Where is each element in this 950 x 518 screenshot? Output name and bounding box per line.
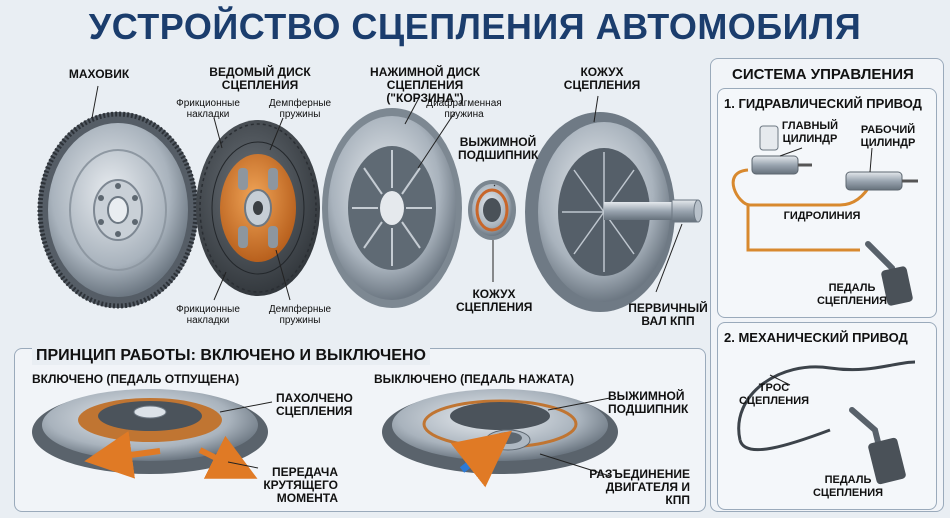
engaged-cross-section — [32, 389, 273, 479]
clutch-housing-illustration — [525, 112, 703, 312]
diaphragm-spring-label: Диафрагменная пружина — [426, 98, 502, 120]
clutch-housing-label-top: КОЖУХ СЦЕПЛЕНИЯ — [563, 65, 641, 92]
damper-springs-label-bottom: Демпферные пружины — [268, 304, 332, 326]
hydraulic-title: 1. ГИДРАВЛИЧЕСКИЙ ПРИВОД — [724, 96, 922, 111]
torque-transfer-label: ПЕРЕДАЧА КРУТЯЩЕГО МОМЕНТА — [263, 465, 338, 505]
disengaged-title: ВЫКЛЮЧЕНО (ПЕДАЛЬ НАЖАТА) — [374, 372, 574, 386]
clutch-housing-label-bottom: КОЖУХ СЦЕПЛЕНИЯ — [456, 287, 533, 314]
mechanical-title: 2. МЕХАНИЧЕСКИЙ ПРИВОД — [724, 330, 908, 345]
clamped-label: ПАХОЛЧЕНО СЦЕПЛЕНИЯ — [276, 391, 353, 418]
release-bearing-illustration — [468, 180, 516, 240]
driven-disc-illustration — [196, 120, 320, 296]
page-title: УСТРОЙСТВО СЦЕПЛЕНИЯ АВТОМОБИЛЯ — [88, 6, 862, 47]
master-cylinder-label: ГЛАВНЫЙ ЦИЛИНДР — [781, 120, 839, 145]
flywheel-label: МАХОВИК — [68, 67, 130, 81]
principle-heading: ПРИНЦИП РАБОТЫ: ВКЛЮЧЕНО И ВЫКЛЮЧЕНО — [32, 347, 430, 365]
hydraulic-line-label: ГИДРОЛИНИЯ — [783, 210, 861, 222]
slave-cylinder-label: РАБОЧИЙ ЦИЛИНДР — [860, 124, 916, 149]
input-shaft-label: ПЕРВИЧНЫЙ ВАЛ КПП — [628, 301, 708, 328]
cable-label: ТРОС СЦЕПЛЕНИЯ — [738, 382, 810, 407]
separation-label: РАЗЪЕДИНЕНИЕ ДВИГАТЕЛЯ И КПП — [589, 467, 690, 507]
pressure-plate-label: НАЖИМНОЙ ДИСК СЦЕПЛЕНИЯ ("КОРЗИНА") — [370, 65, 480, 105]
hydraulic-pedal-label: ПЕДАЛЬ СЦЕПЛЕНИЯ — [816, 282, 888, 307]
pressure-plate-illustration — [322, 108, 462, 308]
friction-pads-label-top: Фрикционные накладки — [176, 98, 240, 120]
release-bearing-label-section: ВЫЖИМНОЙ ПОДШИПНИК — [608, 389, 689, 416]
hydraulic-system-illustration — [731, 125, 918, 306]
mechanical-system-illustration — [737, 360, 916, 485]
disengaged-cross-section — [382, 389, 618, 488]
flywheel-illustration — [37, 111, 199, 309]
friction-pads-label-bottom: Фрикционные накладки — [176, 304, 240, 326]
engaged-title: ВКЛЮЧЕНО (ПЕДАЛЬ ОТПУЩЕНА) — [32, 372, 240, 386]
mechanical-pedal-label: ПЕДАЛЬ СЦЕПЛЕНИЯ — [812, 474, 884, 499]
damper-springs-label-top: Демпферные пружины — [268, 98, 332, 120]
driven-disc-label: ВЕДОМЫЙ ДИСК СЦЕПЛЕНИЯ — [209, 65, 311, 92]
control-heading: СИСТЕМА УПРАВЛЕНИЯ — [732, 66, 914, 83]
release-bearing-label: ВЫЖИМНОЙ ПОДШИПНИК — [458, 135, 539, 162]
